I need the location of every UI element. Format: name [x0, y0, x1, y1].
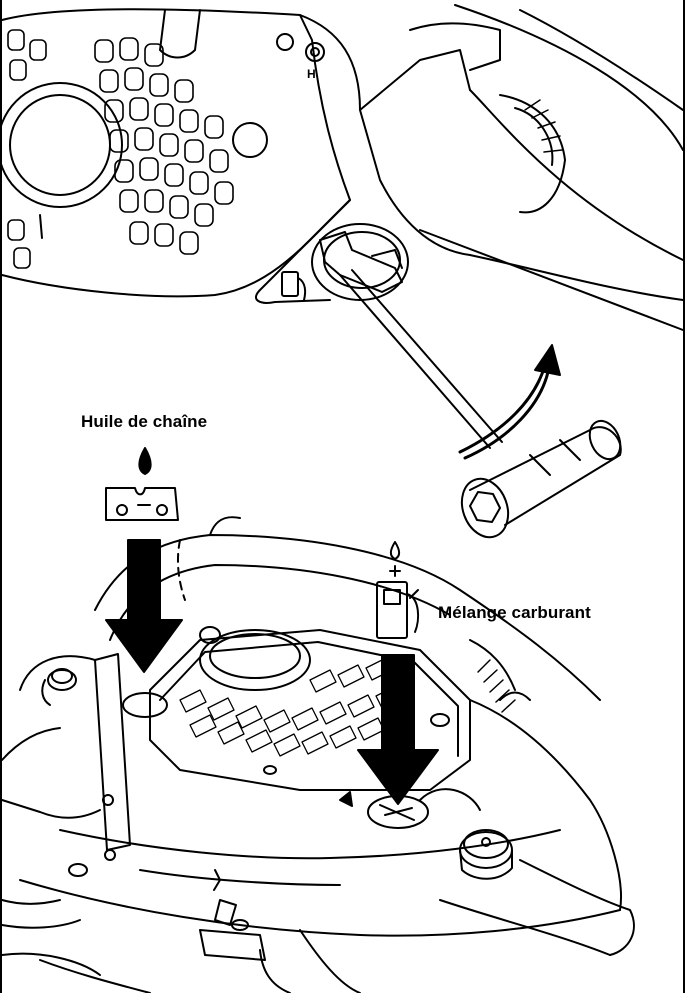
down-arrow-icon [105, 539, 183, 673]
cover-vents [179, 657, 413, 757]
fuel-pump-icon [376, 581, 420, 639]
saw-body-bottom [1, 516, 635, 993]
t-wrench-icon [460, 419, 622, 539]
saw-chain-link-icon [105, 487, 179, 521]
right-border [683, 0, 685, 993]
down-arrow-icon [357, 654, 439, 805]
chain-oil-label: Huile de chaîne [81, 412, 208, 431]
saw-housing-top: H [0, 4, 684, 449]
left-border [0, 0, 2, 993]
cooling-vents [7, 29, 234, 269]
curved-arrow-icon [458, 344, 561, 460]
adjust-screw-label: H [307, 67, 316, 81]
chain-oil-drop-icon [138, 447, 152, 475]
fuel-mix-label: Mélange carburant [438, 603, 591, 622]
